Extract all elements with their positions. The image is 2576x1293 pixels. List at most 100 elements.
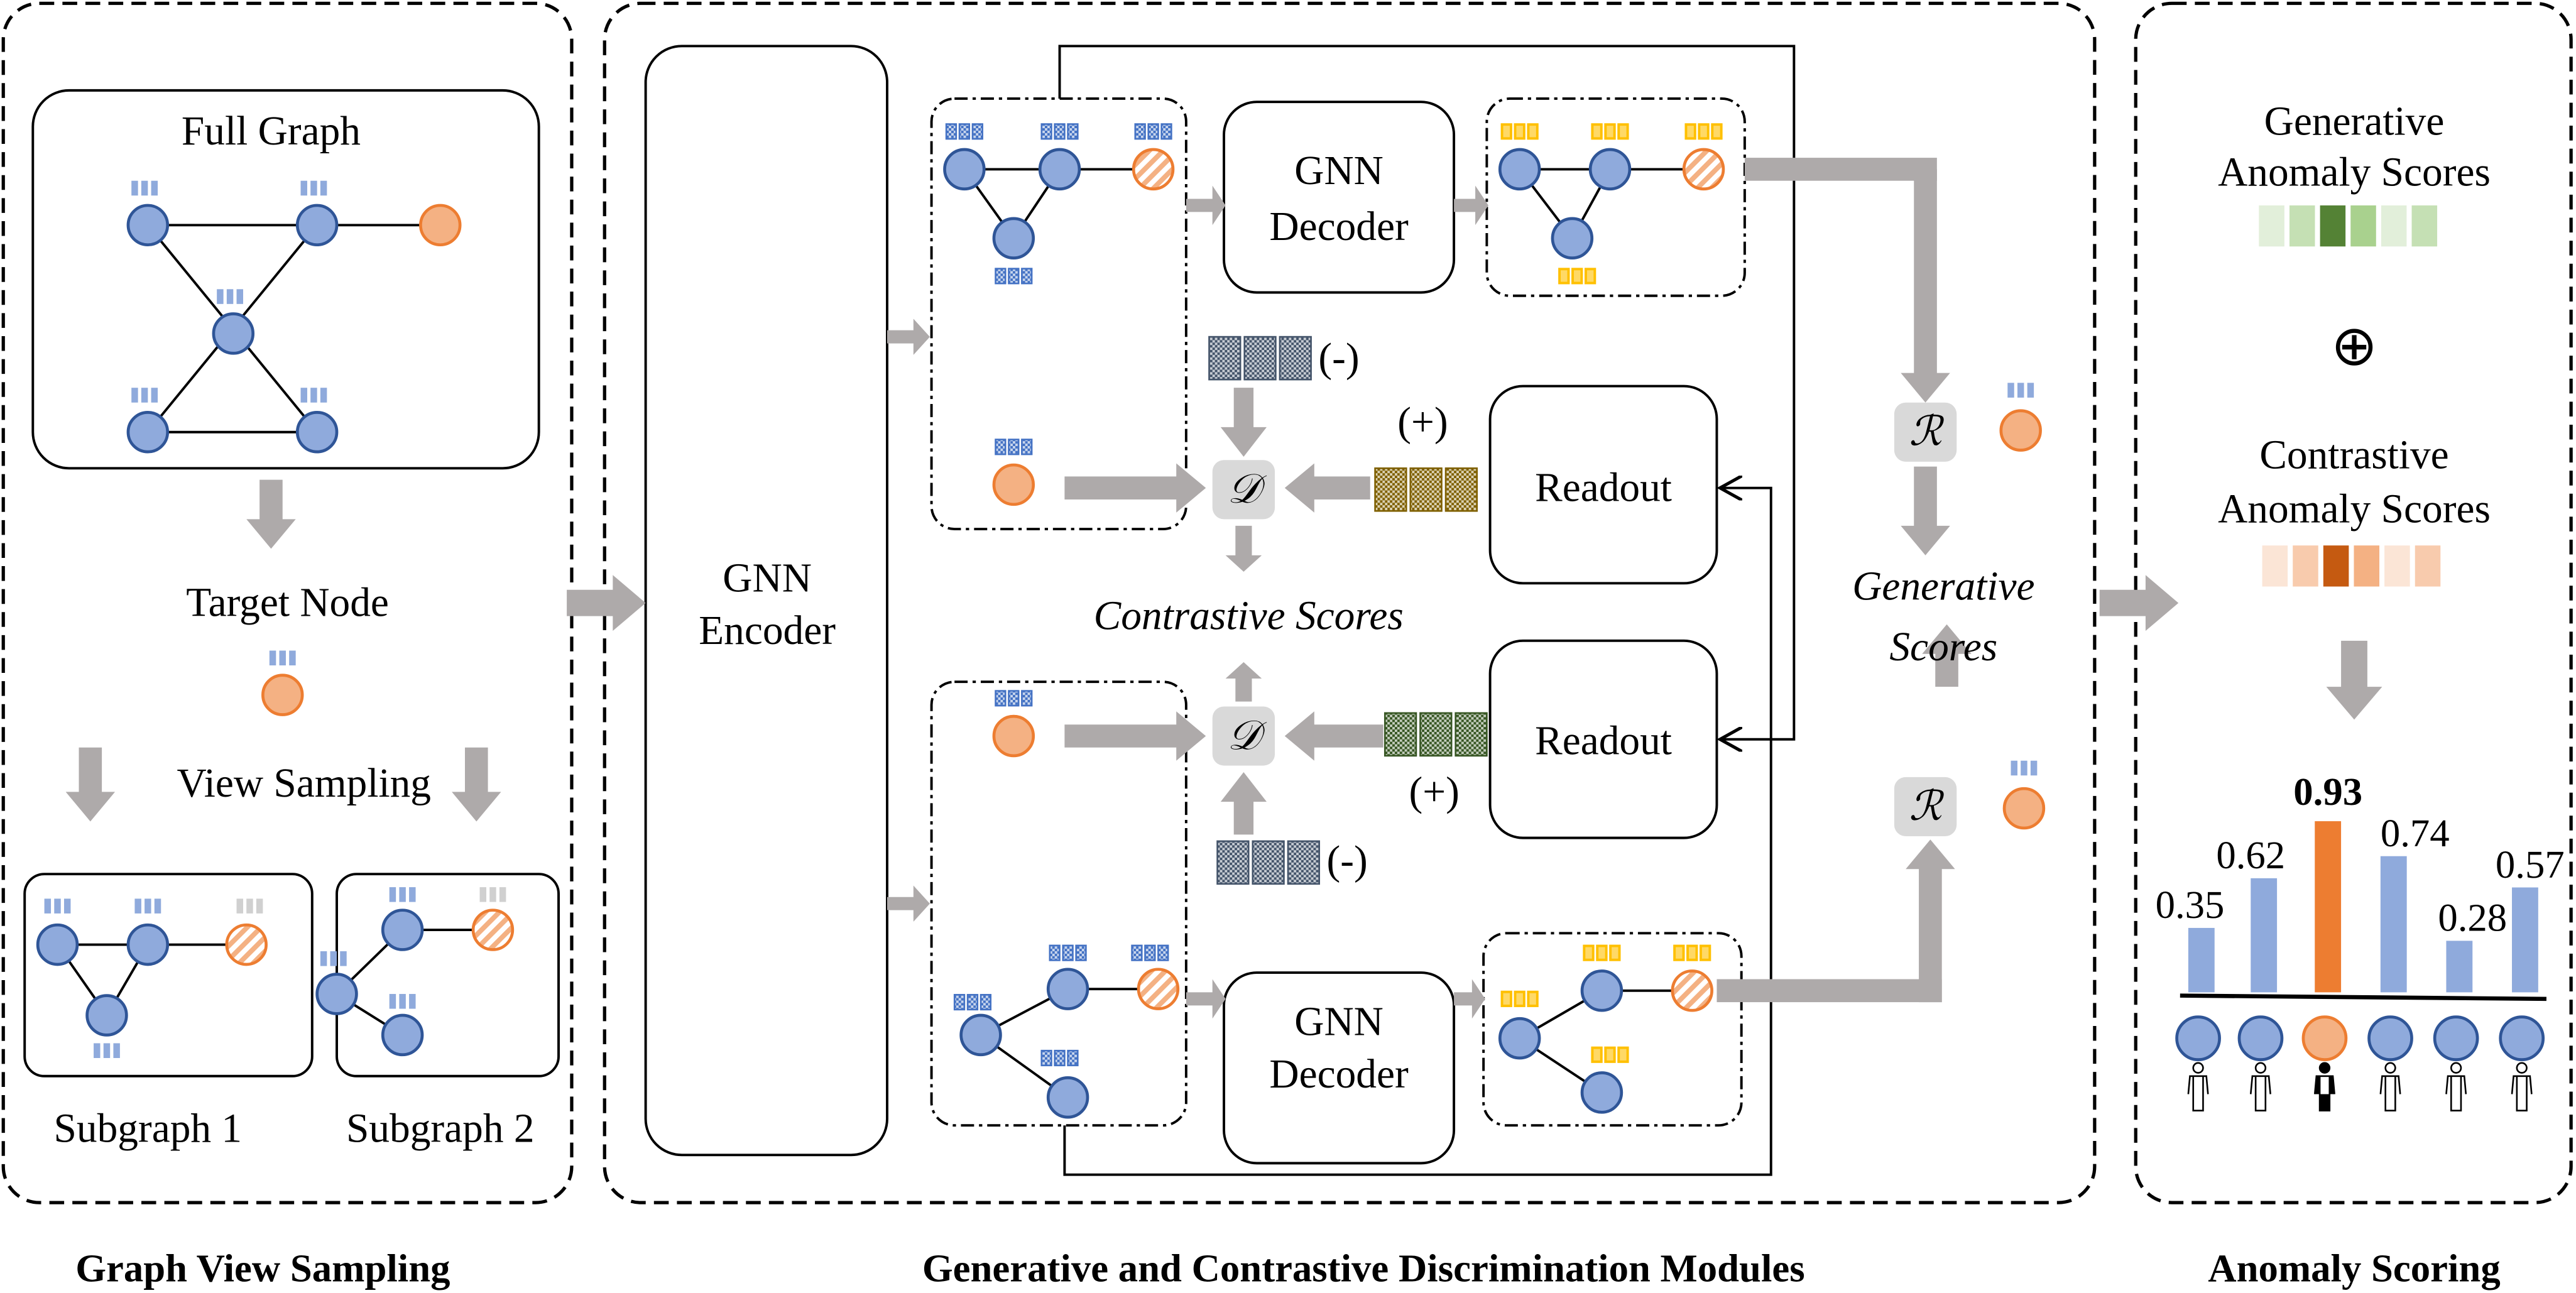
person-body	[2249, 1075, 2271, 1111]
normal-node	[126, 411, 170, 454]
generative-score-cell	[2259, 205, 2284, 247]
contrastive-score-cell	[2354, 545, 2380, 587]
feature-vector	[479, 887, 506, 902]
normal-node	[2367, 1015, 2413, 1061]
feature-cell	[131, 388, 138, 403]
feature-cell-pattern	[973, 124, 982, 138]
flow-arrow	[1906, 839, 1955, 1003]
feature-vector	[1134, 123, 1172, 140]
feature-vector	[134, 898, 161, 914]
feature-vector	[1208, 336, 1312, 381]
readout-bottom-box	[1488, 639, 1718, 839]
feature-vector	[995, 690, 1033, 707]
feature-cell	[236, 289, 243, 304]
feature-vector	[217, 289, 243, 304]
feature-cell-pattern	[1209, 337, 1240, 379]
feature-cell-inner	[1607, 126, 1613, 138]
masked-target-node	[1137, 968, 1180, 1010]
feature-vector	[269, 650, 296, 666]
feature-vector	[953, 994, 992, 1011]
feature-cell	[2021, 760, 2028, 776]
masked-target-node	[1682, 148, 1725, 191]
feature-cell-pattern	[1051, 946, 1059, 960]
score-bar	[2380, 856, 2407, 993]
target-node	[1999, 409, 2042, 452]
feature-cell-inner	[1700, 126, 1707, 138]
feature-cell	[2017, 383, 2024, 398]
feature-cell	[2007, 383, 2014, 398]
normal-node	[381, 1013, 424, 1057]
subgraph2-label: Subgraph 2	[346, 1106, 535, 1151]
contrastive-score-cell	[2384, 545, 2410, 587]
flow-arrow	[1186, 185, 1226, 226]
feature-cell-pattern	[1245, 337, 1275, 379]
flow-arrow	[567, 575, 646, 631]
person-head	[2516, 1062, 2528, 1074]
normal-node	[959, 1013, 1002, 1057]
feature-vector	[389, 994, 416, 1009]
feature-cell	[409, 994, 416, 1009]
feature-vector	[236, 898, 263, 914]
view2-to-readout-connector	[1063, 488, 1772, 1176]
feature-cell-pattern	[960, 124, 969, 138]
feature-vector	[2011, 760, 2038, 776]
generative-score-cell	[2411, 205, 2438, 247]
normal-node	[1046, 968, 1089, 1010]
score-bar	[2315, 821, 2342, 993]
person-body	[2187, 1075, 2209, 1111]
target-node	[419, 204, 462, 247]
flow-arrow	[1064, 463, 1206, 513]
feature-cell-inner	[1586, 270, 1594, 282]
flow-arrows	[65, 158, 2382, 1019]
normal-node	[1580, 969, 1624, 1012]
flow-arrow	[1922, 624, 1972, 687]
person-body	[2511, 1075, 2533, 1111]
score-label: 0.62	[2216, 833, 2285, 877]
gnn-decoder-top-box	[1223, 101, 1456, 294]
feature-cell-pattern	[1056, 124, 1064, 138]
feature-cell	[320, 388, 327, 403]
feature-cell	[54, 898, 61, 914]
caption-anomaly-scoring: Anomaly Scoring	[2208, 1247, 2500, 1290]
feature-cell	[269, 650, 276, 666]
masked-target-node	[471, 908, 515, 951]
feature-cell-pattern	[1375, 469, 1405, 510]
feature-cell	[131, 180, 138, 196]
person-head	[2192, 1062, 2204, 1074]
feature-cell-inner	[1573, 270, 1581, 282]
feature-cell	[479, 887, 486, 902]
gnn-decoder-top-label-1: GNN	[1294, 148, 1384, 194]
feature-cell	[256, 898, 263, 914]
feature-vector	[131, 180, 158, 196]
gnn-decoder-bottom-box	[1223, 971, 1456, 1165]
generative-score-cell	[2350, 205, 2376, 247]
feature-cell-pattern	[1009, 691, 1018, 705]
feature-cell-pattern	[1162, 124, 1171, 138]
subgraph1-label: Subgraph 1	[54, 1106, 243, 1151]
feature-cell-pattern	[1022, 269, 1031, 283]
person-head	[2450, 1062, 2462, 1074]
feature-cell-inner	[1593, 1049, 1600, 1061]
feature-cell	[44, 898, 52, 914]
readout-op-bottom-box	[1894, 777, 1957, 837]
normal-node	[315, 973, 358, 1015]
feature-vector	[1040, 123, 1079, 140]
masked-target-node	[1671, 969, 1713, 1012]
lower-view-box	[930, 680, 1187, 1127]
feature-cell	[2030, 760, 2038, 776]
generative-score-cells	[2259, 205, 2438, 247]
person-icon	[2187, 1062, 2209, 1111]
feature-cell	[141, 388, 148, 403]
full-graph-box	[31, 89, 540, 470]
feature-cell	[499, 887, 506, 902]
normal-node	[2175, 1015, 2221, 1061]
feature-cell-pattern	[1145, 946, 1154, 960]
flow-arrow	[2326, 640, 2382, 720]
feature-vector	[320, 951, 347, 966]
feature-cell-inner	[1687, 126, 1694, 138]
feature-cell-pattern	[1064, 946, 1072, 960]
person-body	[2379, 1075, 2401, 1111]
feature-cell-inner	[1503, 126, 1510, 138]
chart-baseline	[2180, 993, 2546, 1001]
feature-vector	[1591, 1046, 1629, 1063]
